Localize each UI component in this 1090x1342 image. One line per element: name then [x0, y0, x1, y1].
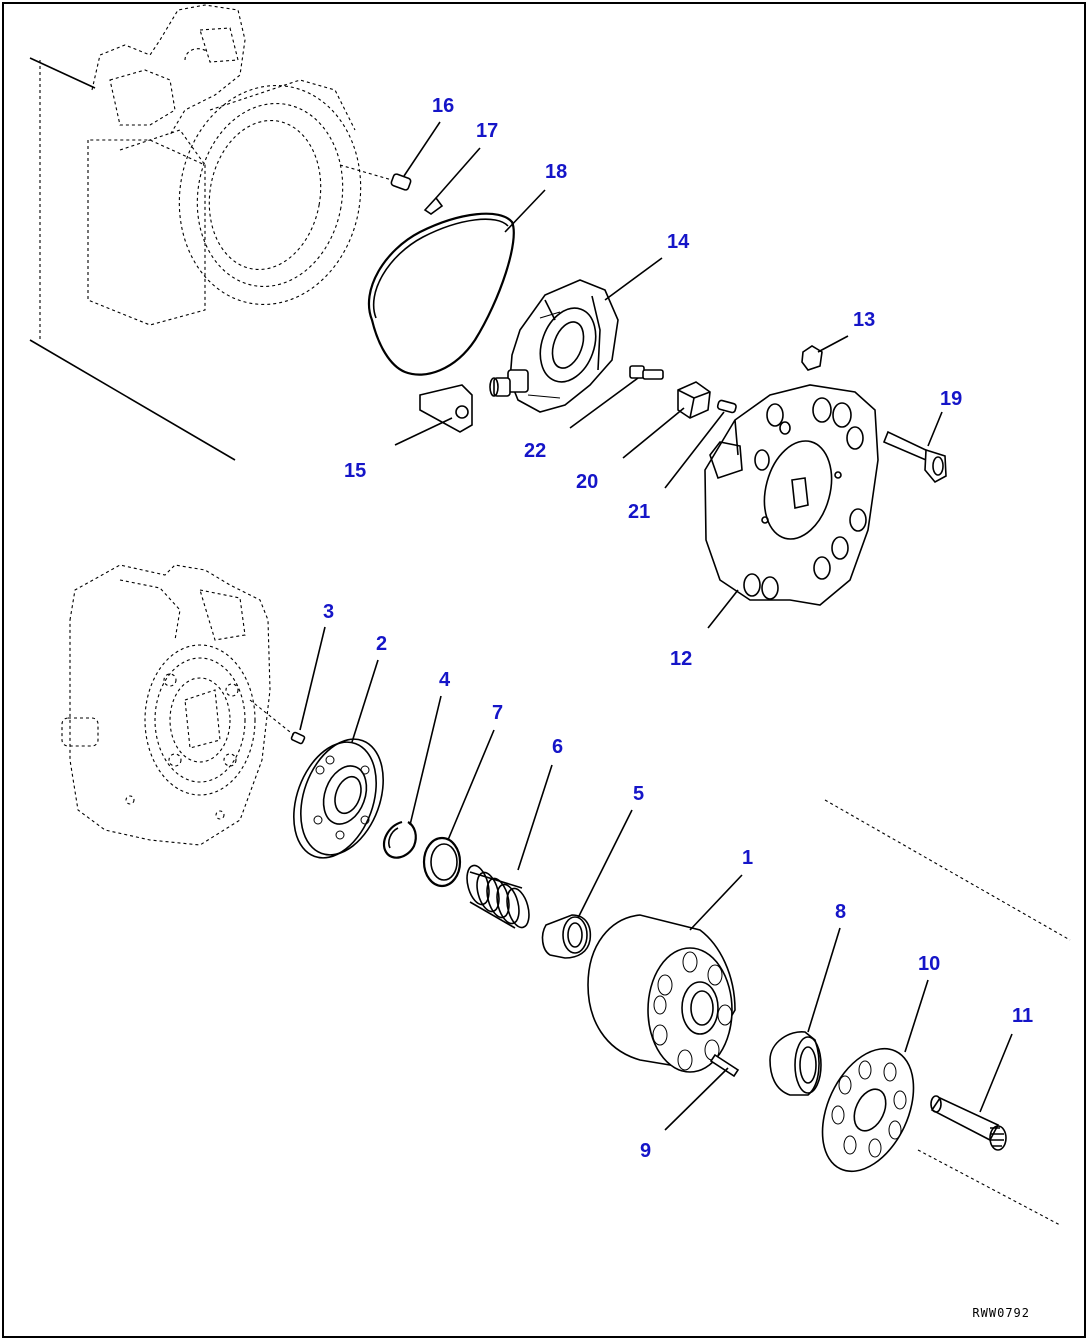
callout-6: 6: [552, 736, 564, 758]
callout-8: 8: [835, 901, 847, 923]
part-9-pin: [709, 1053, 740, 1078]
lower-housing: [61, 564, 301, 846]
callout-20: 20: [576, 471, 599, 493]
axis-lines: [824, 799, 1071, 1226]
callout-22: 22: [524, 440, 547, 462]
drawing-code: RWW0792: [972, 1306, 1030, 1320]
callout-5: 5: [633, 783, 645, 805]
callout-18: 18: [545, 161, 568, 183]
part-22-bolt: [629, 365, 664, 380]
callout-14: 14: [667, 231, 690, 253]
callout-2: 2: [376, 633, 388, 655]
part-10-retainer-plate: [821, 1047, 915, 1173]
part-13-plug: [801, 345, 823, 371]
callout-9: 9: [640, 1140, 652, 1162]
part-6-spring: [466, 864, 530, 929]
part-5-collar: [541, 914, 592, 959]
part-18-o-ring: [367, 212, 515, 376]
callout-15: 15: [344, 460, 367, 482]
upper-housing: [29, 4, 393, 461]
part-12-end-cover: [704, 384, 879, 606]
callout-12: 12: [670, 648, 693, 670]
callout-17: 17: [476, 120, 499, 142]
part-2-valve-plate: [293, 738, 384, 859]
part-15-shoe: [419, 384, 473, 433]
callout-21: 21: [628, 501, 651, 523]
part-11-shaft: [930, 1095, 1007, 1151]
part-16-pin: [390, 173, 412, 191]
part-4-snap-ring: [382, 820, 417, 859]
callout-4: 4: [439, 669, 451, 691]
callout-16: 16: [432, 95, 455, 117]
callout-13: 13: [853, 309, 876, 331]
part-8-spherical-bushing: [769, 1031, 822, 1096]
part-7-ring: [422, 836, 462, 888]
part-3-pin: [290, 731, 306, 745]
callout-7: 7: [492, 702, 504, 724]
part-17-pin: [423, 196, 444, 215]
part-14-cradle: [489, 279, 619, 413]
part-21-pin: [716, 399, 737, 414]
leader-lines: [299, 121, 1013, 1131]
callout-19: 19: [940, 388, 963, 410]
part-1-cylinder-block: [587, 914, 736, 1073]
callout-11: 11: [1012, 1005, 1034, 1027]
callout-3: 3: [323, 601, 335, 623]
part-20-block: [677, 381, 711, 419]
callout-1: 1: [742, 847, 754, 869]
part-19-bolt: [882, 430, 947, 484]
callout-10: 10: [918, 953, 941, 975]
